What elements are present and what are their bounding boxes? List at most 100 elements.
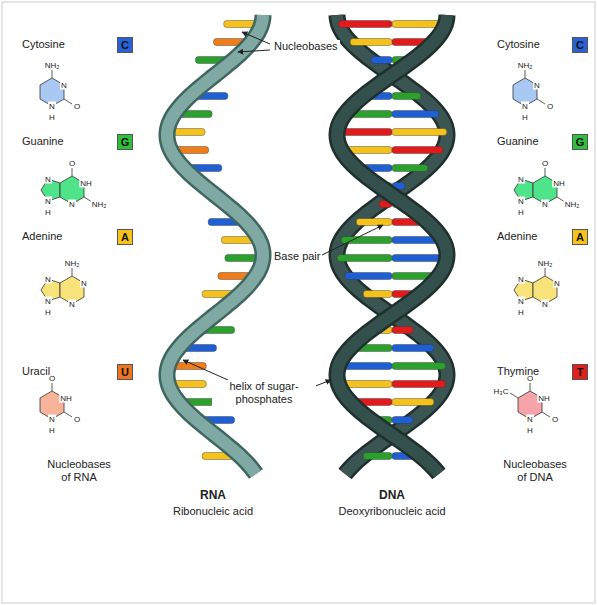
atom-label: H — [517, 208, 525, 217]
atom-label: N — [44, 197, 52, 206]
letter-badge: A — [117, 229, 133, 245]
atom-label: N — [48, 102, 56, 111]
atom-label: O — [551, 415, 559, 424]
atom-label: H₃C — [493, 387, 510, 396]
base-bar — [339, 21, 393, 28]
base-bar — [392, 147, 443, 154]
bond — [72, 168, 73, 176]
atom-label: NH₂ — [517, 61, 534, 70]
base-bar — [337, 255, 392, 262]
badge-letter: G — [576, 136, 585, 149]
base-name: Guanine — [497, 135, 539, 148]
base-name: Adenine — [497, 230, 537, 243]
atom-label: N — [517, 275, 525, 284]
base-bar — [392, 381, 446, 388]
atom-label: H — [48, 426, 56, 435]
bond — [52, 383, 53, 391]
letter-badge: T — [572, 364, 588, 380]
badge-letter: C — [121, 39, 129, 52]
leader-lines — [183, 32, 383, 392]
bond — [537, 99, 545, 104]
bond — [64, 99, 72, 104]
atom-label: N — [521, 102, 529, 111]
bond — [64, 412, 72, 417]
atom-label: NH — [79, 179, 93, 188]
letter-badge: G — [572, 134, 588, 150]
base-name: Guanine — [22, 135, 64, 148]
bond — [525, 70, 526, 78]
molecule-title: DNA — [342, 488, 442, 502]
atom-label: O — [541, 159, 549, 168]
atom-label: O — [73, 415, 81, 424]
atom-label: N — [68, 200, 76, 209]
atom-label: H — [526, 426, 534, 435]
atom-label: H — [48, 113, 56, 122]
leader-line — [183, 360, 228, 380]
base-bar — [371, 57, 392, 64]
leader-line — [318, 225, 383, 257]
callout-label: helix of sugar-phosphates — [212, 380, 316, 406]
base-bar — [392, 327, 413, 334]
bond — [545, 168, 546, 176]
base-bar — [392, 417, 413, 424]
base-bar — [392, 93, 421, 100]
atom-label: N — [517, 197, 525, 206]
base-bar — [392, 165, 428, 172]
helix-drawing — [167, 15, 447, 474]
base-name: Uracil — [22, 365, 50, 378]
leader-line — [242, 32, 270, 44]
bond — [52, 70, 53, 78]
atom-label: NH₂ — [64, 259, 81, 268]
atom-label: NH₂ — [537, 259, 554, 268]
leader-line — [238, 50, 270, 52]
atom-label: NH₂ — [44, 61, 61, 70]
atom-label: N — [48, 415, 56, 424]
atom-label: H — [44, 308, 52, 317]
base-name: Cytosine — [497, 38, 540, 51]
bond — [72, 268, 73, 276]
atom-label: N — [526, 415, 534, 424]
atom-label: N — [44, 275, 52, 284]
atom-label: NH₂ — [91, 200, 108, 209]
base-bar — [356, 219, 392, 226]
callout-label: Base pair — [272, 250, 322, 263]
letter-badge: A — [572, 229, 588, 245]
atom-label: NH — [552, 179, 566, 188]
atom-label: N — [68, 300, 76, 309]
bond — [510, 393, 518, 398]
base-bar — [392, 399, 434, 406]
molecule-drawing — [40, 70, 565, 419]
atom-label: NH — [59, 394, 73, 403]
atom-label: N — [517, 297, 525, 306]
atom-label: H — [44, 208, 52, 217]
molecule-subtitle: Ribonucleic acid — [143, 505, 283, 518]
molecule-title: RNA — [163, 488, 263, 502]
badge-letter: T — [577, 366, 584, 379]
atom-label: N — [541, 200, 549, 209]
base-bar — [392, 111, 439, 118]
base-bar — [392, 345, 434, 352]
molecule-subtitle: Deoxyribonucleic acid — [317, 505, 467, 518]
column-caption: Nucleobases of DNA — [499, 458, 571, 484]
atom-label: N — [44, 175, 52, 184]
backbone-ribbon — [337, 15, 447, 474]
atom-label: O — [73, 102, 81, 111]
backbone-ribbon — [337, 15, 447, 474]
letter-badge: U — [117, 364, 133, 380]
base-bar — [341, 237, 392, 244]
base-bar — [392, 363, 446, 370]
badge-letter: G — [121, 136, 130, 149]
atom-label: O — [546, 102, 554, 111]
base-bar — [350, 39, 392, 46]
atom-label: NH — [537, 394, 551, 403]
atom-label: H — [521, 113, 529, 122]
atom-label: N — [533, 81, 541, 90]
letter-badge: C — [117, 37, 133, 53]
base-bar — [392, 129, 447, 136]
column-caption: Nucleobases of RNA — [43, 458, 115, 484]
atom-label: N — [44, 297, 52, 306]
atom-label: N — [60, 81, 68, 90]
base-bar — [345, 273, 392, 280]
backbone-ribbon — [337, 15, 447, 474]
